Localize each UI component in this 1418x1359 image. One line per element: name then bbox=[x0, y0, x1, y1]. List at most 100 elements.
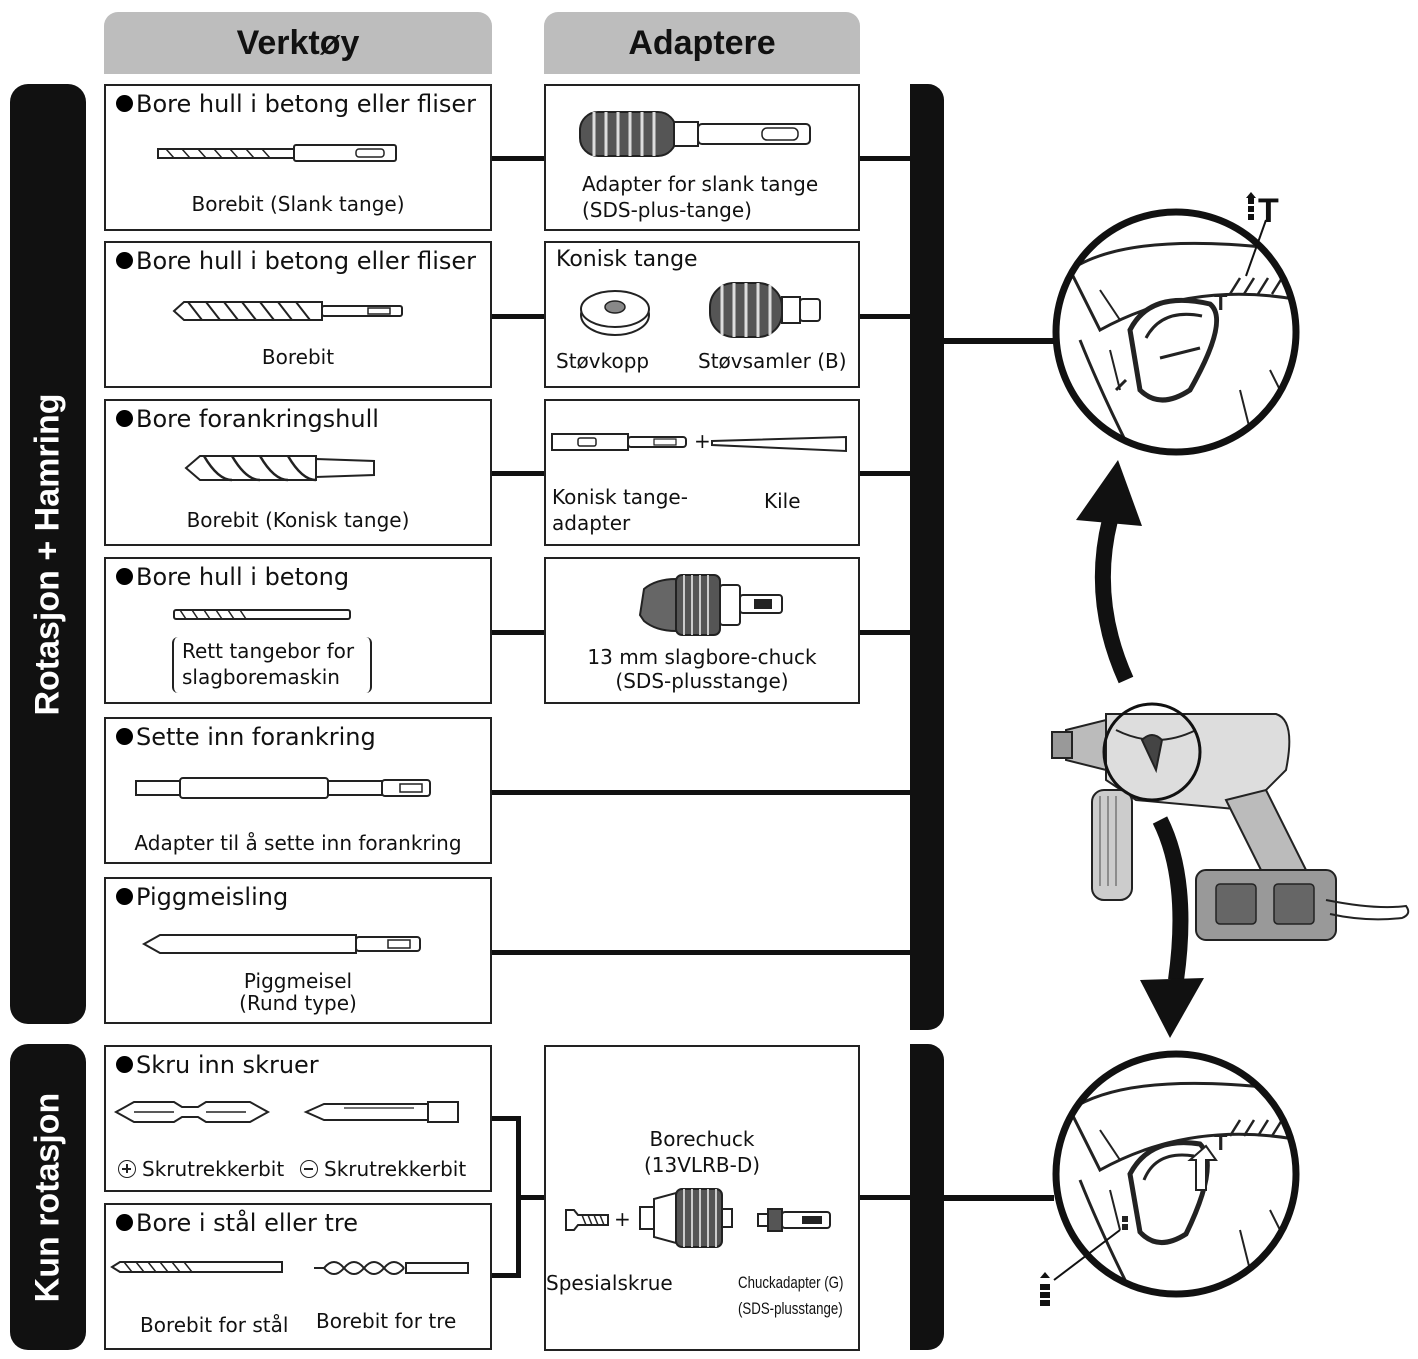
bus-to-rotation-detail bbox=[944, 1195, 1054, 1201]
tool-label-6b: (Rund type) bbox=[239, 991, 357, 1015]
connector-6 bbox=[492, 950, 910, 955]
tool-label-4b: slagboremaskin bbox=[182, 665, 340, 689]
tool-label-8b: Borebit for tre bbox=[316, 1309, 457, 1333]
tool-box-4: Bore hull i betong Rett tangebor for sla… bbox=[104, 557, 492, 704]
rotation-symbol-icon bbox=[1040, 1272, 1050, 1278]
adapter-label-1a: Adapter for slank tange bbox=[582, 172, 819, 196]
steel-drill-bit-icon bbox=[110, 1261, 283, 1273]
slotted-bit-icon bbox=[303, 1101, 459, 1123]
tool-box-7: Skru inn skruer Skrutrekkerbit Skrutrekk… bbox=[104, 1045, 492, 1192]
bus-to-hammer-detail bbox=[944, 338, 1054, 344]
taper-shank-bit-icon bbox=[184, 455, 375, 482]
adapter-label-2a: Støvkopp bbox=[556, 349, 650, 373]
tool-box-3: Bore forankringshull Borebit (Konisk tan… bbox=[104, 399, 492, 546]
keyless-chuck-icon bbox=[638, 574, 783, 636]
hammer-mode-bus bbox=[910, 84, 944, 1030]
tool-box-1: Bore hull i betong eller fliser Borebit … bbox=[104, 84, 492, 231]
mode-rotation-only-label: Kun rotasjon bbox=[28, 1092, 67, 1302]
adapter-box-4: 13 mm slagbore-chuck (SDS-plusstange) bbox=[544, 557, 860, 704]
connector-4a bbox=[492, 630, 544, 635]
taper-shank-adapter-icon bbox=[551, 433, 687, 451]
tool-label-5: Adapter til å sette inn forankring bbox=[134, 831, 462, 855]
adapter-label-4b: (SDS-plusstange) bbox=[615, 669, 789, 693]
tool-title-7: Skru inn skruer bbox=[116, 1051, 319, 1079]
connector-2b bbox=[860, 314, 910, 319]
rotation-inner-symbol-label: T bbox=[1214, 1130, 1228, 1155]
adapter-label-3c: Kile bbox=[764, 489, 801, 513]
adapters-header: Adaptere bbox=[544, 12, 860, 74]
adapter-plus-3: + bbox=[694, 429, 711, 453]
tool-title-6: Piggmeisling bbox=[116, 883, 288, 911]
connector-4b bbox=[860, 630, 910, 635]
adapter-box-1: Adapter for slank tange (SDS-plus-tange) bbox=[544, 84, 860, 231]
mode-rotation-hammer-label: Rotasjon + Hamring bbox=[28, 392, 67, 716]
slim-shank-bit-icon bbox=[157, 144, 397, 162]
connector-7a bbox=[520, 1195, 544, 1200]
tool-box-8: Bore i stål eller tre Borebit for stål B… bbox=[104, 1203, 492, 1350]
adapter-box-3: + Konisk tange- adapter Kile bbox=[544, 399, 860, 546]
wedge-icon bbox=[711, 435, 847, 453]
rotary-hammer-icon bbox=[1051, 702, 1410, 941]
arrow-up-icon bbox=[1094, 518, 1134, 684]
tool-label-7b: Skrutrekkerbit bbox=[324, 1157, 467, 1181]
connector-1a bbox=[492, 156, 544, 161]
hammer-inner-symbol-label: T bbox=[1214, 290, 1228, 315]
connector-3a bbox=[492, 471, 544, 476]
bull-point-chisel-icon bbox=[141, 934, 421, 954]
tool-label-2: Borebit bbox=[261, 345, 335, 369]
bracket-bottom bbox=[492, 1273, 520, 1278]
rotation-mode-selector-detail: T bbox=[1040, 1050, 1300, 1306]
tool-title-2: Bore hull i betong eller fliser bbox=[116, 247, 476, 275]
tool-label-1: Borebit (Slank tange) bbox=[191, 192, 405, 216]
adapters-header-label: Adaptere bbox=[628, 23, 776, 62]
connector-2a bbox=[492, 314, 544, 319]
bracket-vertical bbox=[516, 1116, 521, 1278]
mode-rotation-hammer-bar: Rotasjon + Hamring bbox=[10, 84, 86, 1024]
mode-rotation-only-bar: Kun rotasjon bbox=[10, 1044, 86, 1350]
adapter-label-4a: 13 mm slagbore-chuck bbox=[587, 645, 817, 669]
plus-head-icon bbox=[118, 1160, 136, 1178]
special-screw-icon bbox=[565, 1209, 609, 1231]
drill-bit-icon bbox=[172, 301, 403, 321]
minus-head-icon bbox=[300, 1160, 318, 1178]
tool-label-7a: Skrutrekkerbit bbox=[142, 1157, 285, 1181]
adapter-label-1b: (SDS-plus-tange) bbox=[582, 198, 752, 222]
slim-shank-adapter-icon bbox=[579, 111, 811, 157]
hammer-symbol-label: T bbox=[1258, 192, 1279, 230]
anchor-setting-adapter-icon bbox=[135, 777, 431, 799]
tool-title-3: Bore forankringshull bbox=[116, 405, 379, 433]
adapter-label-5c: (SDS-plusstange) bbox=[738, 1299, 843, 1318]
adapter-label-3a: Konisk tange- bbox=[552, 485, 688, 509]
chuck-adapter-icon bbox=[757, 1208, 831, 1232]
adapter-label-5a: Spesialskrue bbox=[546, 1271, 673, 1295]
connector-7b bbox=[860, 1195, 910, 1200]
adapter-label-5b: Chuckadapter (G) bbox=[738, 1273, 844, 1292]
tool-label-3: Borebit (Konisk tange) bbox=[186, 508, 410, 532]
tool-title-5: Sette inn forankring bbox=[116, 723, 376, 751]
tool-box-5: Sette inn forankring Adapter til å sette… bbox=[104, 717, 492, 864]
tools-header-label: Verktøy bbox=[236, 23, 360, 62]
tool-box-6: Piggmeisling Piggmeisel (Rund type) bbox=[104, 877, 492, 1024]
dust-collector-icon bbox=[709, 282, 821, 338]
mode-arrows bbox=[1076, 460, 1204, 1038]
tools-header: Verktøy bbox=[104, 12, 492, 74]
tool-label-8a: Borebit for stål bbox=[140, 1313, 289, 1337]
tool-box-2: Bore hull i betong eller fliser Borebit bbox=[104, 241, 492, 388]
adapter-label-2b: Støvsamler (B) bbox=[698, 349, 847, 373]
paren-bracket bbox=[172, 637, 372, 693]
tool-title-8: Bore i stål eller tre bbox=[116, 1209, 358, 1237]
connector-5 bbox=[492, 790, 910, 795]
drill-chuck-icon bbox=[639, 1188, 733, 1248]
adapter-label-3b: adapter bbox=[552, 511, 631, 535]
phillips-bit-icon bbox=[113, 1101, 271, 1123]
adapter-box-5: Borechuck (13VLRB-D) + Spesialskrue Chuc… bbox=[544, 1045, 860, 1351]
wood-drill-bit-icon bbox=[314, 1261, 469, 1275]
adapter-plus-5: + bbox=[614, 1207, 631, 1231]
bracket-top bbox=[492, 1116, 520, 1121]
straight-shank-bit-icon bbox=[173, 609, 351, 620]
adapter-title-2: Konisk tange bbox=[556, 247, 698, 272]
hammer-mode-selector-detail: T T bbox=[1052, 192, 1300, 456]
connector-3b bbox=[860, 471, 910, 476]
dust-cup-icon bbox=[580, 290, 650, 336]
arrow-down-icon bbox=[1152, 816, 1189, 982]
